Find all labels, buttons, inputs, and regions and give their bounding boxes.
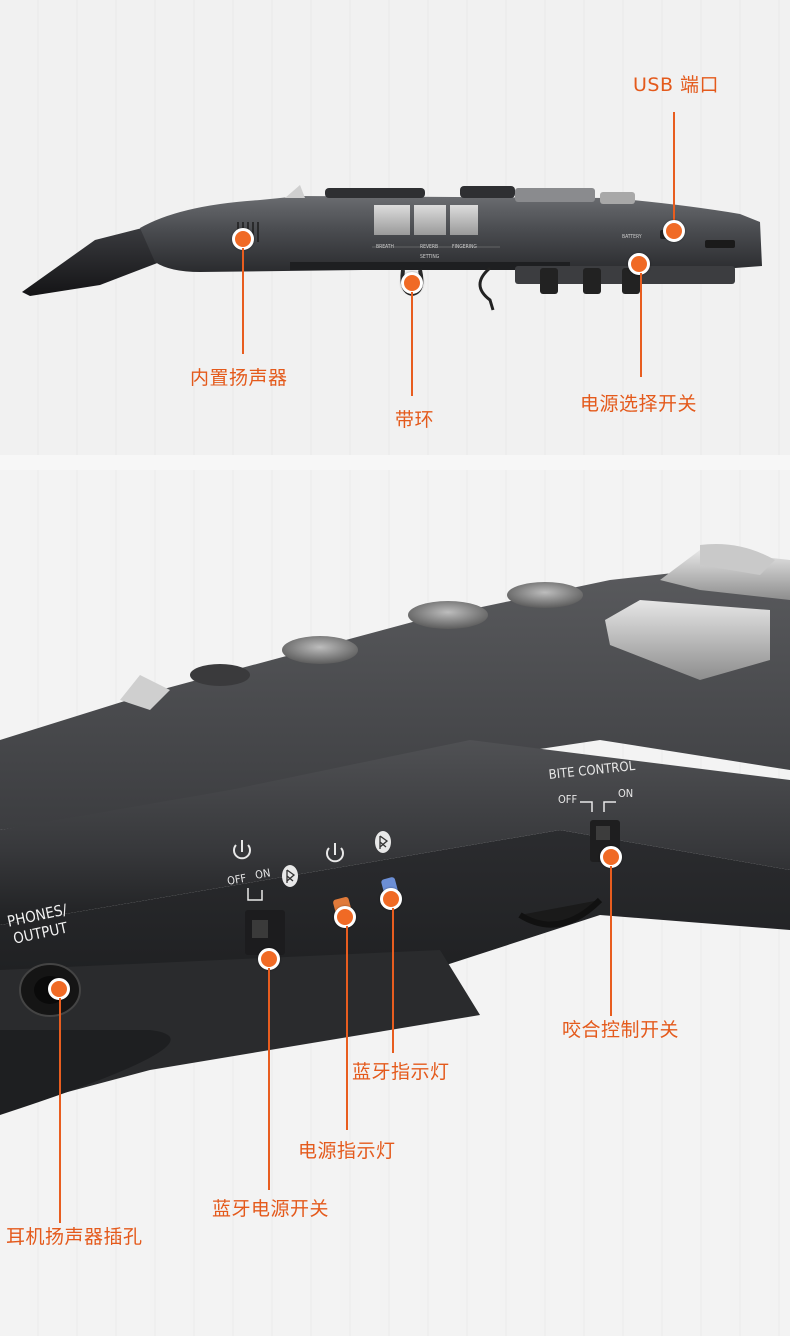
bluetooth-indicator-label: 蓝牙指示灯 — [352, 1061, 450, 1083]
speaker-marker — [232, 228, 254, 250]
bluetooth-indicator-leader — [392, 908, 394, 1053]
strap-ring-marker — [401, 272, 423, 294]
top-view-panel: BREATH REVERB FINGERING SETTING BATTERY … — [0, 0, 790, 470]
bite-control-marker — [600, 846, 622, 868]
built-in-speaker-label: 内置扬声器 — [190, 367, 288, 389]
bite-control-switch-label: 咬合控制开关 — [562, 1019, 680, 1041]
bluetooth-indicator-marker — [380, 888, 402, 910]
bite-control-leader — [610, 866, 612, 1016]
power-indicator-label: 电源指示灯 — [298, 1140, 396, 1162]
breath-label: BREATH — [376, 244, 394, 250]
headphone-speaker-jack-label: 耳机扬声器插孔 — [6, 1226, 143, 1248]
bluetooth-power-switch-label: 蓝牙电源开关 — [212, 1198, 330, 1220]
saxophone-side-illustration — [22, 185, 762, 311]
bluetooth-switch-marker — [258, 948, 280, 970]
usb-port-leader — [673, 112, 675, 224]
strap-ring-leader — [411, 292, 413, 396]
usb-port-label: USB 端口 — [633, 74, 720, 96]
setting-label: SETTING — [420, 254, 440, 260]
bt-switch-on-text: ON — [254, 866, 272, 882]
fingering-label: FINGERING — [452, 244, 477, 250]
speaker-leader — [242, 248, 244, 354]
bite-on-text: ON — [618, 787, 634, 800]
bite-off-text: OFF — [558, 793, 578, 806]
power-select-switch-label: 电源选择开关 — [580, 393, 698, 415]
headphone-jack-leader — [59, 998, 61, 1223]
power-indicator-marker — [334, 906, 356, 928]
bluetooth-switch-leader — [268, 968, 270, 1190]
power-select-marker — [628, 253, 650, 275]
power-indicator-leader — [346, 926, 348, 1130]
strap-ring-label: 带环 — [395, 409, 435, 431]
side-view-panel: PHONES/ OUTPUT BITE CONTROL OFF ON OFF O… — [0, 470, 790, 1336]
power-select-leader — [640, 273, 642, 377]
battery-label: BATTERY — [622, 234, 642, 240]
reverb-label: REVERB — [420, 244, 439, 250]
usb-port-marker — [663, 220, 685, 242]
headphone-jack-marker — [48, 978, 70, 1000]
